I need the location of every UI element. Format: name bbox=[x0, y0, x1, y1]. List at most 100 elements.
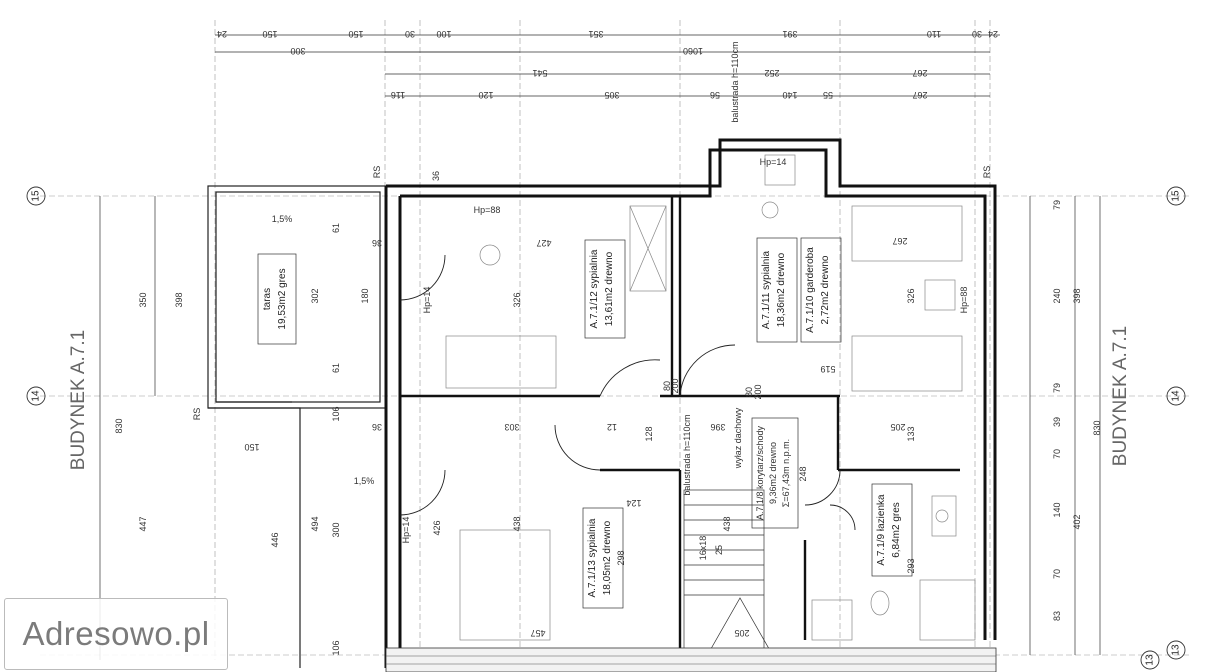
dim-top-9: 24 bbox=[988, 29, 998, 39]
dim-top3-1: 120 bbox=[478, 90, 493, 100]
dim-top-1: 150 bbox=[262, 29, 277, 39]
dim-left-830: 830 bbox=[114, 418, 124, 433]
dim-right-7: 83 bbox=[1052, 611, 1062, 621]
dim-302: 302 bbox=[310, 288, 320, 303]
right-dimensions: 79 240 79 39 70 140 70 83 398 830 402 bbox=[1052, 200, 1102, 621]
dimension-lines bbox=[99, 34, 1101, 660]
axis-14-right: 14 bbox=[1171, 390, 1182, 402]
staircase bbox=[683, 489, 781, 669]
dim-top3-5: 55 bbox=[823, 90, 833, 100]
terrace-outline bbox=[207, 185, 387, 668]
room-10-label: A.7.1/10 garderoba bbox=[805, 247, 816, 333]
dim-top2-1060: 1060 bbox=[683, 46, 703, 56]
hp88b-note: Hp=88 bbox=[959, 287, 969, 314]
dim-205: 205 bbox=[890, 422, 905, 432]
grid-lines bbox=[40, 20, 1190, 660]
hp14c-note: Hp=14 bbox=[401, 517, 411, 544]
axis-markers: 15 14 15 14 13 13 bbox=[26, 186, 1186, 670]
dim-326b: 326 bbox=[906, 288, 916, 303]
watermark-text: Adresowo.pl bbox=[22, 615, 210, 652]
dim-right2-830: 830 bbox=[1092, 420, 1102, 435]
room-labels: A.7.1/12 sypialnia 13,61m2 drewno A.7.1/… bbox=[257, 237, 913, 609]
dim-top-5: 351 bbox=[588, 29, 603, 39]
top-dimensions: 24 150 150 30 100 351 391 110 30 24 300 … bbox=[217, 29, 998, 100]
dim-36c: 36 bbox=[431, 171, 441, 181]
dim-200b: 200 bbox=[753, 384, 763, 399]
dim-298: 298 bbox=[616, 550, 626, 565]
dim-right-5: 140 bbox=[1052, 502, 1062, 517]
dim-124: 124 bbox=[626, 498, 641, 508]
dim-top2-541: 541 bbox=[532, 68, 547, 78]
dim-12: 12 bbox=[607, 422, 617, 432]
room-8-label: A.7.1/8 korytarz/schody bbox=[755, 425, 765, 520]
room-10-area: 2,72m2 drewno bbox=[820, 255, 831, 324]
room-12-label: A.7.1/12 sypialnia bbox=[589, 249, 600, 328]
dim-top3-6: 267 bbox=[912, 90, 927, 100]
annotations: balustrada h=110cm balustrada h=110cm wy… bbox=[192, 41, 992, 560]
dim-top3-2: 305 bbox=[604, 90, 619, 100]
furniture bbox=[445, 154, 976, 641]
dim-426: 426 bbox=[432, 520, 442, 535]
axis-14-left: 14 bbox=[31, 390, 42, 402]
hp14b-note: Hp=14 bbox=[422, 287, 432, 314]
rs-note-a: RS bbox=[372, 166, 382, 179]
dim-top-6: 391 bbox=[782, 29, 797, 39]
terrace-area: 19,53m2 gres bbox=[277, 268, 288, 329]
room-8-area: 9,36m2 drewno bbox=[768, 442, 778, 504]
dim-150i: 150 bbox=[244, 442, 259, 452]
dim-248: 248 bbox=[798, 466, 808, 481]
room-11-label: A.7.1/11 sypialnia bbox=[761, 250, 772, 329]
room-11-area: 18,36m2 drewno bbox=[776, 252, 787, 327]
dim-right-0: 79 bbox=[1052, 200, 1062, 210]
exterior-walls bbox=[384, 138, 997, 668]
dim-left-300: 300 bbox=[331, 522, 341, 537]
dim-right2-402: 402 bbox=[1072, 514, 1082, 529]
terrace-label: taras bbox=[262, 288, 273, 310]
stairs-note: 16x18 bbox=[698, 536, 708, 561]
dim-293: 293 bbox=[906, 558, 916, 573]
dim-top2-267: 267 bbox=[912, 68, 927, 78]
dim-left-398: 398 bbox=[174, 292, 184, 307]
dim-519: 519 bbox=[820, 364, 835, 374]
dim-right-4: 70 bbox=[1052, 449, 1062, 459]
dim-top-2: 150 bbox=[348, 29, 363, 39]
left-dimensions: 350 398 830 447 446 494 300 106 106 bbox=[114, 292, 341, 655]
room-9-area: 6,84m2 gres bbox=[891, 502, 902, 558]
inner-dimensions: 427 326 326 267 519 303 128 396 205 133 … bbox=[244, 171, 916, 638]
dim-left-447: 447 bbox=[138, 516, 148, 531]
room-9-label: A.7.1/9 łazienka bbox=[876, 494, 887, 566]
rs-note-b: RS bbox=[982, 166, 992, 179]
dim-36b: 36 bbox=[372, 422, 382, 432]
slope-note-a: 1,5% bbox=[272, 214, 293, 224]
dim-right-2: 79 bbox=[1052, 383, 1062, 393]
dim-top3-3: 56 bbox=[710, 90, 720, 100]
axis-15-right: 15 bbox=[1171, 190, 1182, 202]
dim-right2-398a: 398 bbox=[1072, 288, 1082, 303]
dim-top-8: 30 bbox=[972, 29, 982, 39]
interior-walls bbox=[400, 196, 960, 668]
dim-top2-252: 252 bbox=[764, 68, 779, 78]
axis-15-left: 15 bbox=[31, 190, 42, 202]
dim-267i: 267 bbox=[892, 236, 907, 246]
balustrade-stair-note: balustrada h=110cm bbox=[682, 414, 692, 495]
rs-note-c: RS bbox=[192, 408, 202, 421]
dim-303: 303 bbox=[504, 422, 519, 432]
axis-13-inner: 13 bbox=[1145, 654, 1156, 666]
hp88-note: Hp=88 bbox=[474, 205, 501, 215]
dim-80a: 80 bbox=[662, 381, 672, 391]
dim-427: 427 bbox=[536, 238, 551, 248]
dim-438: 438 bbox=[512, 516, 522, 531]
dim-61a: 61 bbox=[331, 223, 341, 233]
dim-top2-300: 300 bbox=[290, 46, 305, 56]
dim-left-494: 494 bbox=[310, 516, 320, 531]
dim-right-1: 240 bbox=[1052, 288, 1062, 303]
building-label-right: BUDYNEK A.7.1 bbox=[1110, 326, 1131, 466]
dim-top-3: 30 bbox=[405, 29, 415, 39]
bottom-wall-strip bbox=[385, 647, 997, 672]
dim-left-106: 106 bbox=[331, 406, 341, 421]
room-13-label: A.7.1/13 sypialnia bbox=[587, 518, 598, 597]
dim-top-7: 110 bbox=[927, 29, 941, 39]
watermark-badge: Adresowo.pl bbox=[4, 598, 228, 670]
balustrade-top-note: balustrada h=110cm bbox=[730, 41, 740, 122]
